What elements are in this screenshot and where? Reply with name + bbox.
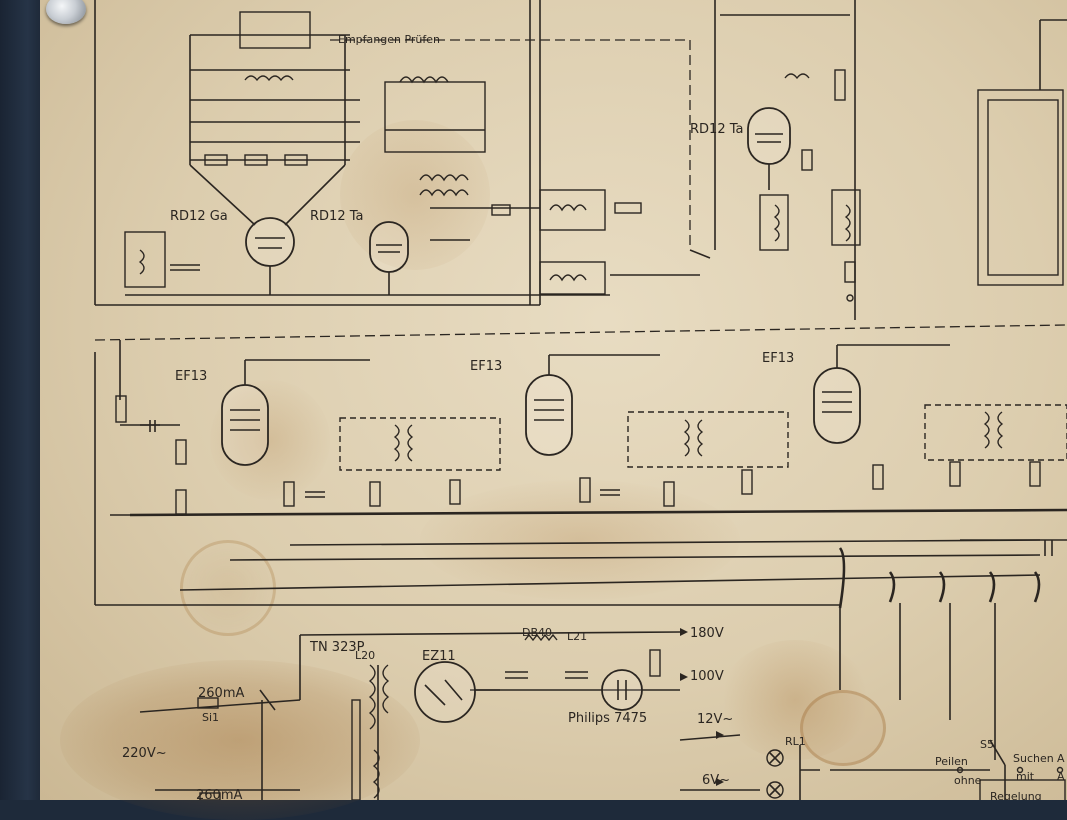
transformer-label: TN 323P: [309, 640, 365, 655]
right-panel-box: [977, 19, 1067, 286]
rail-180v: 180V: [690, 626, 724, 641]
tube-socket-contacts: [838, 540, 1053, 609]
transformer-ref: L20: [355, 649, 375, 662]
switch-ref: S5: [980, 738, 994, 751]
switch-position-label: ohne: [954, 774, 982, 787]
rail-6v: 6V~: [702, 773, 730, 788]
arrow-icon: [680, 673, 688, 681]
arrow-icon-group: [680, 628, 724, 786]
tube-label: EF13: [762, 351, 794, 366]
tube-label: RD12 Ga: [170, 209, 228, 224]
tube-ef13-1: [221, 359, 370, 466]
control-label: Regelung: [990, 790, 1042, 800]
if-section-frame: [94, 324, 1067, 606]
tube-rd12ta-1: [369, 221, 409, 295]
if-resistors-caps: [115, 395, 1041, 515]
choke-label: DB40: [522, 626, 552, 639]
switch-position-label: Suchen: [1013, 752, 1054, 765]
notebook-binding: [0, 0, 46, 800]
rail-12v: 12V~: [697, 712, 733, 727]
switch-position-label: mit: [1016, 770, 1035, 783]
rectifier-label: EZ11: [422, 649, 456, 664]
tuning-coil-s3: [384, 76, 486, 197]
choke-ref: L21: [567, 630, 587, 643]
stabilizer-tube: [601, 669, 643, 711]
relay-ref: RL1: [785, 735, 806, 748]
band-switch-s1: [189, 11, 360, 226]
if-transformers: [339, 404, 1067, 471]
arrow-icon: [680, 628, 688, 636]
push-pin: [46, 0, 86, 24]
tube-label: EF13: [470, 359, 502, 374]
power-supply: [139, 603, 996, 800]
arrow-icon: [716, 731, 724, 739]
tube-ef13-3: [813, 344, 950, 444]
stabilizer-label: Philips 7475: [568, 711, 647, 726]
tube-ez11: [414, 661, 500, 723]
switch-position-label: A: [1057, 752, 1065, 765]
switch-position-label: Peilen: [935, 755, 968, 768]
tube-label: RD12 Ta: [690, 122, 743, 137]
circuit-schematic: Empfangen Prüfen RD12 Ga: [94, 0, 1067, 800]
tube-rd12ga: [245, 217, 295, 295]
mains-voltage: 220V~: [122, 746, 167, 761]
switch-position-label: A: [1057, 770, 1065, 783]
fuse-name: Si1: [202, 711, 219, 724]
switch-s5: [830, 739, 1066, 800]
fuse-rating-a: 260mA: [198, 686, 244, 701]
mode-label: Empfangen Prüfen: [338, 33, 440, 46]
top-rf-coils: [124, 189, 861, 302]
tube-rd12ta-2: [747, 69, 846, 190]
arrow-icon: [716, 778, 724, 786]
tube-ef13-2: [525, 354, 660, 456]
rail-100v: 100V: [690, 669, 724, 684]
tube-label: EF13: [175, 369, 207, 384]
relay-lamps: [766, 745, 820, 800]
fuse-rating-b: 260mA: [196, 788, 242, 800]
tube-label: RD12 Ta: [310, 209, 363, 224]
